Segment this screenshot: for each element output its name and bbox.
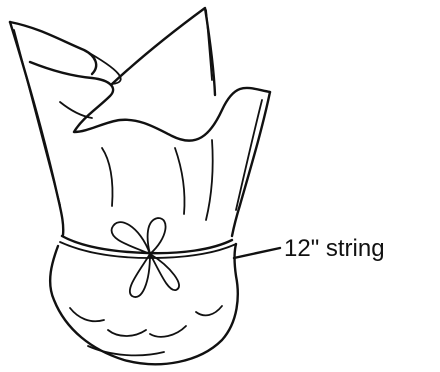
callout-leader-line (234, 248, 280, 258)
wrapper-outline (10, 8, 270, 236)
callout-label: 12" string (284, 235, 385, 262)
